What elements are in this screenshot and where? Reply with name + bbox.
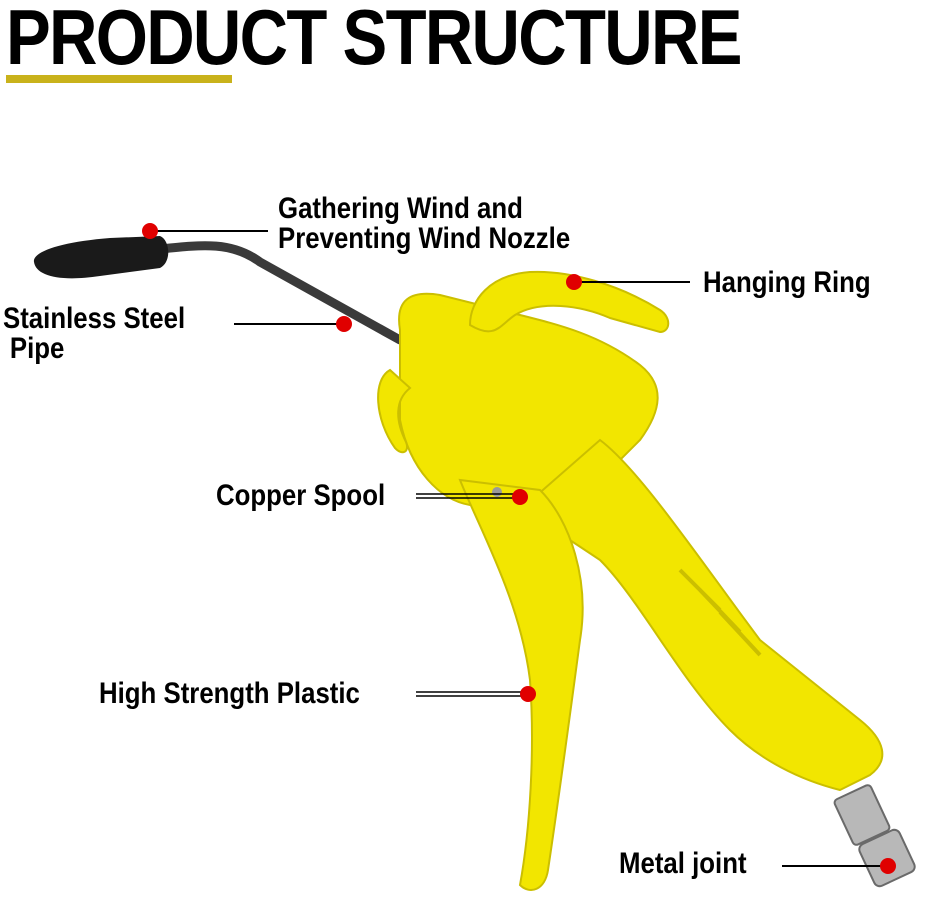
label-hanging-ring: Hanging Ring [703,266,871,299]
page-title: PRODUCT STRUCTURE [6,0,742,81]
marker-dot-copper-spool [512,489,528,505]
stainless-steel-pipe [145,241,405,345]
marker-dot-metal-joint [880,858,896,874]
title-underline [6,75,232,83]
label-pipe-line2: Pipe [9,332,65,365]
gun-handle [518,438,884,792]
grip-ribs [678,568,762,657]
label-plastic: High Strength Plastic [99,677,360,710]
label-copper-spool: Copper Spool [216,479,386,512]
metal-joint [833,784,916,888]
trigger-hook [377,368,412,454]
marker-dot-nozzle [142,223,158,239]
label-nozzle-line2: Preventing Wind Nozzle [278,222,571,255]
hanging-ring [468,270,670,334]
trigger-lever [458,478,584,891]
nozzle-tip [33,236,169,279]
label-pipe: Stainless Steel Pipe [3,304,185,364]
spool-pin [492,487,502,497]
label-nozzle-line1: Gathering Wind and [278,192,523,225]
marker-dot-plastic [520,686,536,702]
label-pipe-line1: Stainless Steel [3,302,186,335]
marker-dot-pipe [336,316,352,332]
label-metal-joint: Metal joint [619,847,747,880]
label-nozzle: Gathering Wind and Preventing Wind Nozzl… [278,194,570,254]
marker-dot-hanging-ring [566,274,582,290]
